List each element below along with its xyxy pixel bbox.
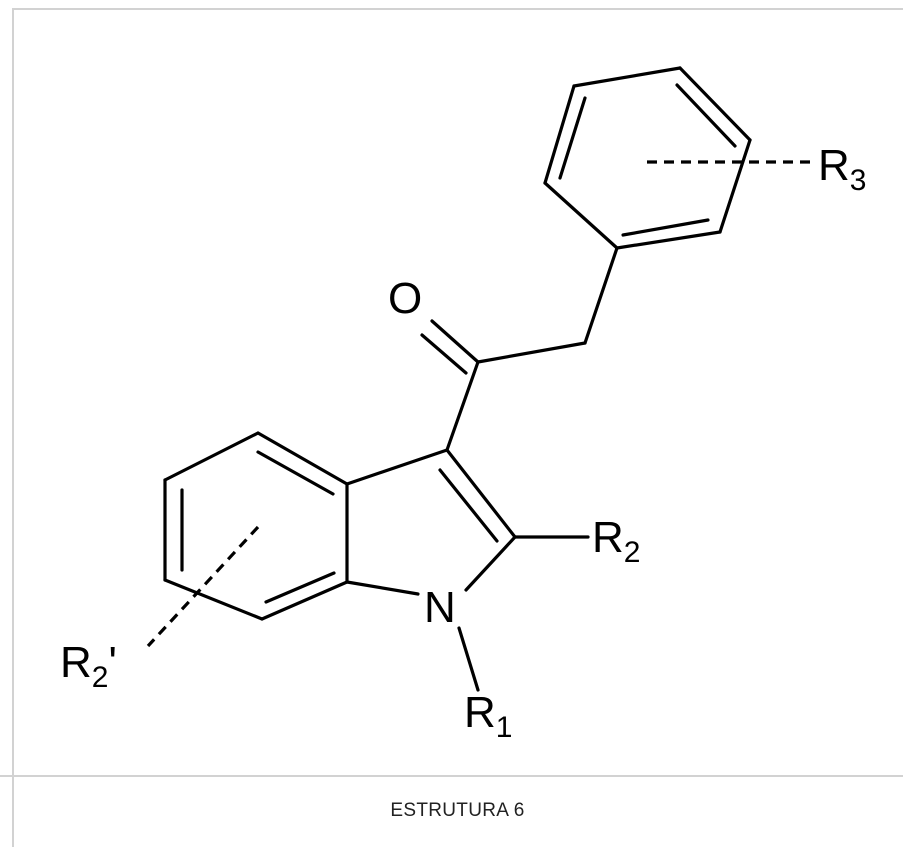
r1-label: R1 (464, 688, 512, 744)
nitrogen-atom-label: N (424, 583, 456, 632)
carbonyl-ch2-bond (476, 341, 587, 364)
carbonyl-bond-b (420, 333, 468, 375)
top-border (12, 8, 903, 10)
r3-label: R3 (818, 141, 866, 197)
r2-label: R2 (592, 513, 640, 569)
ch2-phenyl-bond (583, 246, 619, 345)
pyrrole-ring (345, 448, 517, 596)
caption-divider (0, 775, 903, 777)
r2-prime-label: R2' (60, 638, 117, 694)
figure-caption: ESTRUTURA 6 (390, 800, 525, 821)
n-r1-bond (457, 626, 480, 692)
chemical-structure: O N R3 R2 R1 R2' (60, 66, 866, 744)
c3-carbonyl-bond (445, 360, 480, 452)
phenyl-ring (543, 66, 752, 250)
indole-benzene-ring (163, 431, 349, 621)
oxygen-atom-label: O (388, 274, 422, 323)
carbonyl-bond-a (430, 319, 480, 364)
left-border (12, 8, 14, 847)
